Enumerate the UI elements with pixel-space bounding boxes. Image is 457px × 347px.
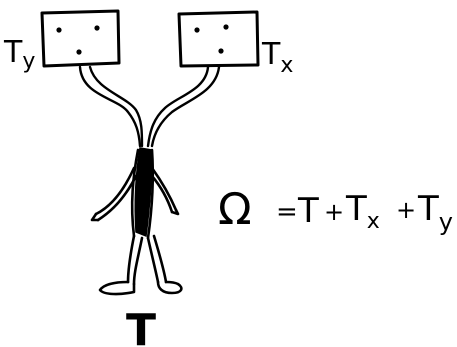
right-box	[177, 10, 260, 68]
right-box-dot-1	[194, 27, 200, 33]
left-box-dot-3	[76, 49, 82, 55]
left-box-dot-2	[94, 25, 100, 31]
equation: Ω = T + Tx + Ty	[218, 184, 453, 236]
left-box	[40, 9, 121, 68]
left-box-dot-1	[56, 27, 62, 33]
right-box-dot-2	[223, 24, 229, 30]
equation-plus-1: +	[324, 198, 344, 226]
right-box-label: Tx	[261, 37, 293, 78]
figure-label: T	[126, 305, 156, 347]
equation-ty: Ty	[417, 189, 453, 236]
equation-plus-2: +	[396, 196, 416, 224]
stick-figure	[90, 147, 183, 296]
equation-omega: Ω	[218, 184, 252, 235]
equation-equals: =	[276, 197, 298, 227]
equation-t: T	[297, 191, 319, 231]
right-box-dot-3	[218, 48, 224, 54]
equation-tx: Tx	[345, 189, 380, 234]
wires	[78, 65, 221, 148]
left-box-label: Ty	[3, 35, 35, 74]
